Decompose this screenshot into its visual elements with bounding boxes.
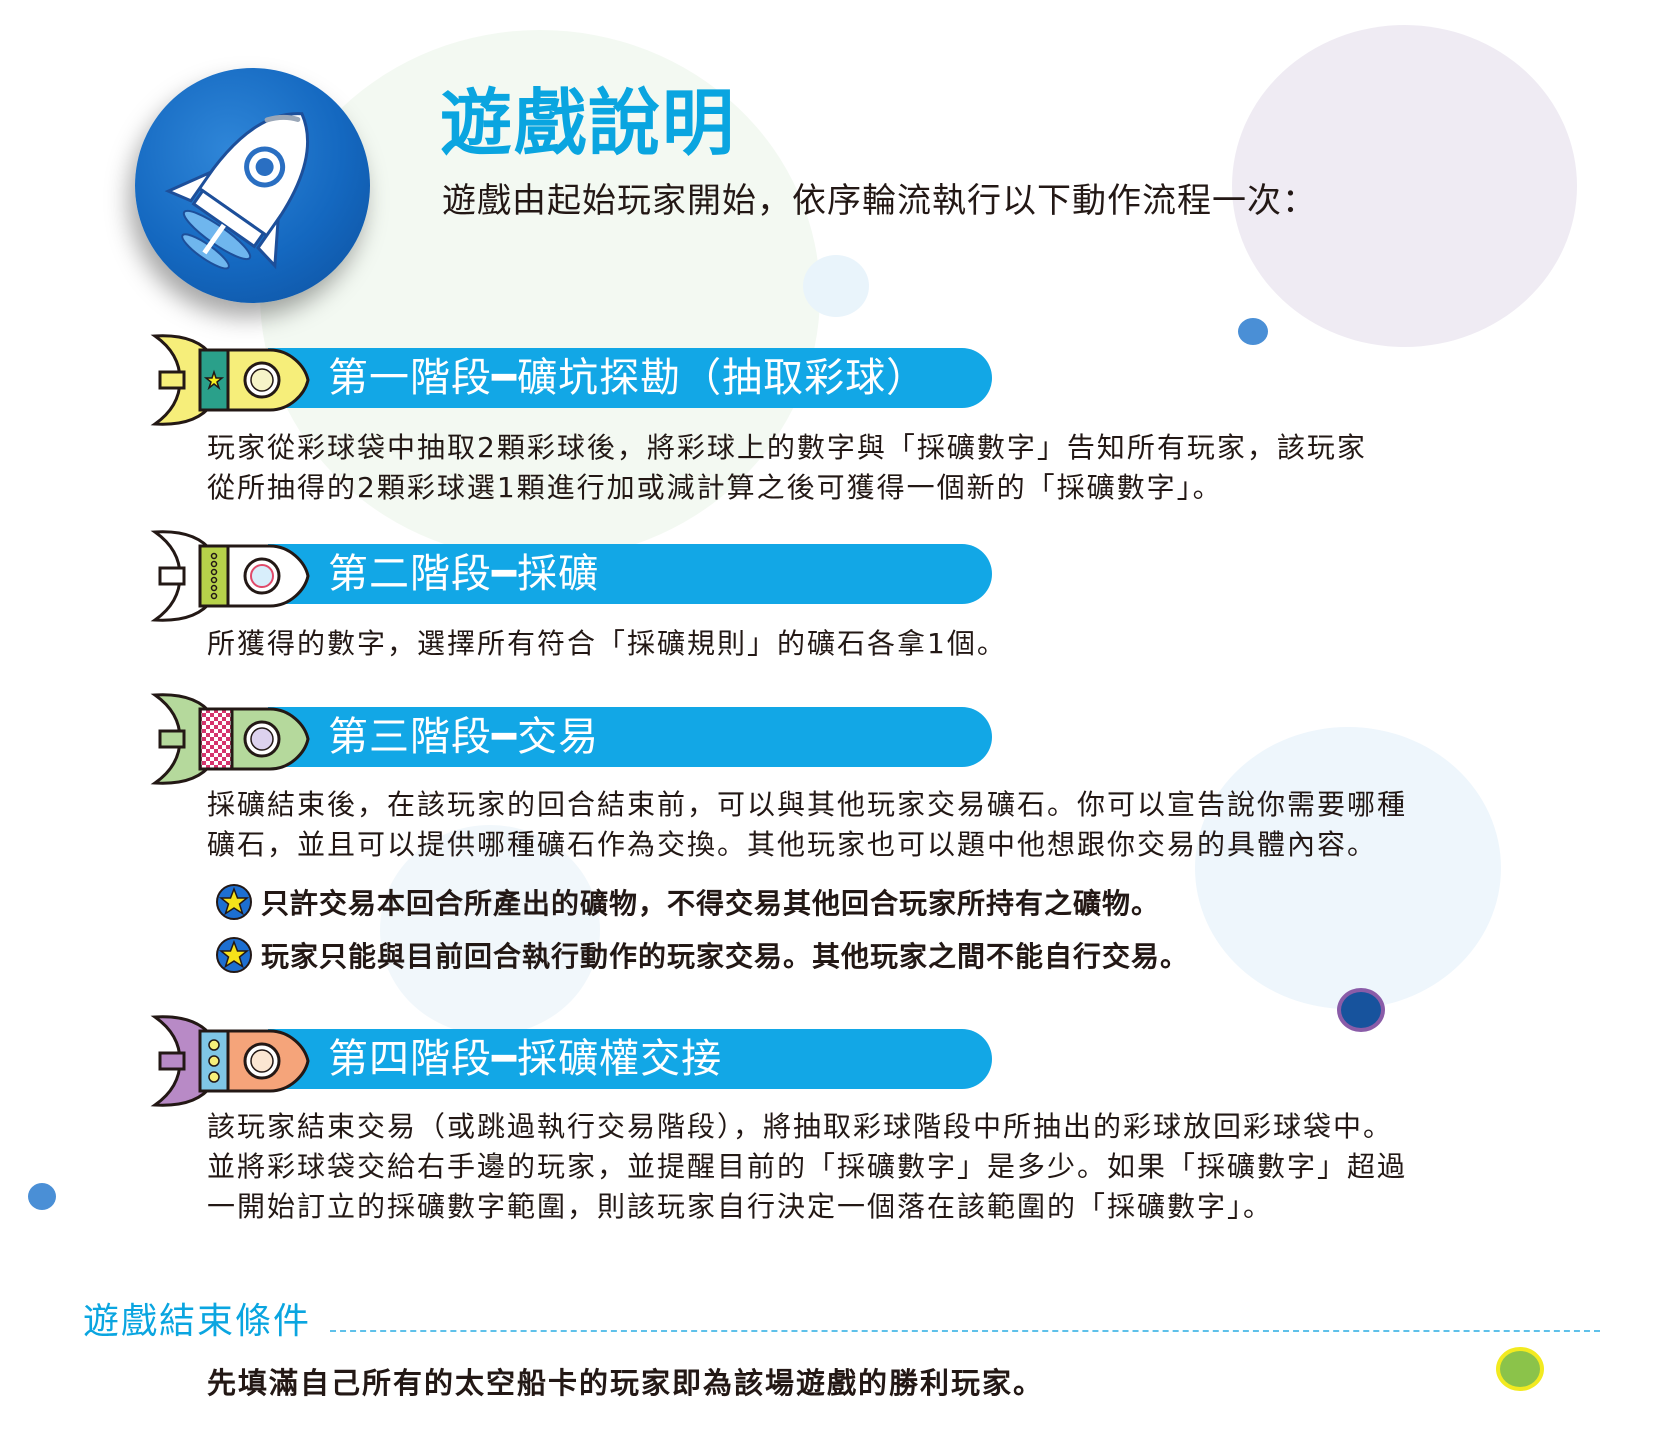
bg-circle-purple <box>1232 25 1577 347</box>
phase-bar <box>268 1029 992 1089</box>
dot-blue-left <box>28 1183 56 1210</box>
phase-bar <box>268 544 992 604</box>
phase-3-text: 採礦結束後，在該玩家的回合結束前，可以與其他玩家交易礦石。你可以宣告說你需要哪種… <box>207 785 1537 865</box>
phase-3-label: 第三階段━交易 <box>328 714 600 760</box>
rule-note-1: 只許交易本回合所產出的礦物，不得交易其他回合玩家所持有之礦物。 <box>215 882 1160 922</box>
phase-2-text: 所獲得的數字，選擇所有符合「採礦規則」的礦石各拿1個。 <box>207 624 1537 664</box>
text-line: 一開始訂立的採礦數字範圍，則該玩家自行決定一個落在該範圍的「採礦數字」。 <box>207 1190 1274 1223</box>
phase-4-label: 第四階段━採礦權交接 <box>328 1036 723 1082</box>
green-rocket-icon <box>150 693 310 785</box>
rule-note-2: 玩家只能與目前回合執行動作的玩家交易。其他玩家之間不能自行交易。 <box>215 935 1189 975</box>
text-line: 從所抽得的2顆彩球選1顆進行加或減計算之後可獲得一個新的「採礦數字」。 <box>207 471 1223 504</box>
phase-2-label: 第二階段━採礦 <box>328 551 600 597</box>
star-icon <box>216 884 252 920</box>
text-line: 礦石，並且可以提供哪種礦石作為交換。其他玩家也可以題中他想跟你交易的具體內容。 <box>207 828 1378 861</box>
phase-bar <box>268 707 992 767</box>
rocket-badge-icon <box>164 112 310 270</box>
rule-note-text: 玩家只能與目前回合執行動作的玩家交易。其他玩家之間不能自行交易。 <box>261 940 1190 973</box>
phase-1-header: 第一階段━礦坑探勘（抽取彩球） <box>150 334 1000 426</box>
white-rocket-icon <box>150 530 310 622</box>
text-line: 所獲得的數字，選擇所有符合「採礦規則」的礦石各拿1個。 <box>207 627 1007 660</box>
text-line: 該玩家結束交易（或跳過執行交易階段），將抽取彩球階段中所抽出的彩球放回彩球袋中。 <box>207 1110 1394 1143</box>
phase-1-text: 玩家從彩球袋中抽取2顆彩球後，將彩球上的數字與「採礦數字」告知所有玩家，該玩家 … <box>207 428 1537 508</box>
orange-rocket-icon <box>150 1015 310 1107</box>
end-condition-title: 遊戲結束條件 <box>83 1301 312 1342</box>
bg-circle-lightblue-small <box>803 255 869 317</box>
end-condition-text: 先填滿自己所有的太空船卡的玩家即為該場遊戲的勝利玩家。 <box>207 1366 1045 1400</box>
bg-circle-lightblue-mid <box>380 825 600 1035</box>
bg-circle-lightblue-right <box>1195 727 1501 1009</box>
dashed-divider <box>330 1330 1600 1332</box>
phase-bar <box>268 348 992 408</box>
phase-4-text: 該玩家結束交易（或跳過執行交易階段），將抽取彩球階段中所抽出的彩球放回彩球袋中。… <box>207 1107 1537 1227</box>
phase-2-header: 第二階段━採礦 <box>150 530 1000 622</box>
rocket-badge <box>135 68 370 303</box>
phase-1-label: 第一階段━礦坑探勘（抽取彩球） <box>328 355 928 401</box>
text-line: 並將彩球袋交給右手邊的玩家，並提醒目前的「採礦數字」是多少。如果「採礦數字」超過 <box>207 1150 1408 1183</box>
text-line: 採礦結束後，在該玩家的回合結束前，可以與其他玩家交易礦石。你可以宣告說你需要哪種 <box>207 788 1408 821</box>
star-icon <box>216 937 252 973</box>
dot-green-ring <box>1496 1347 1544 1391</box>
yellow-rocket-icon <box>150 334 310 426</box>
dot-blue-top <box>1238 318 1268 345</box>
phase-3-header: 第三階段━交易 <box>150 693 1000 785</box>
bg-circle-green <box>260 30 820 560</box>
text-line: 玩家從彩球袋中抽取2顆彩球後，將彩球上的數字與「採礦數字」告知所有玩家，該玩家 <box>207 431 1367 464</box>
page-subtitle: 遊戲由起始玩家開始，依序輪流執行以下動作流程一次： <box>442 181 1317 221</box>
phase-4-header: 第四階段━採礦權交接 <box>150 1015 1000 1107</box>
dot-navy-ring <box>1337 988 1385 1032</box>
page-title: 遊戲說明 <box>440 81 737 165</box>
rule-note-text: 只許交易本回合所產出的礦物，不得交易其他回合玩家所持有之礦物。 <box>261 887 1161 920</box>
